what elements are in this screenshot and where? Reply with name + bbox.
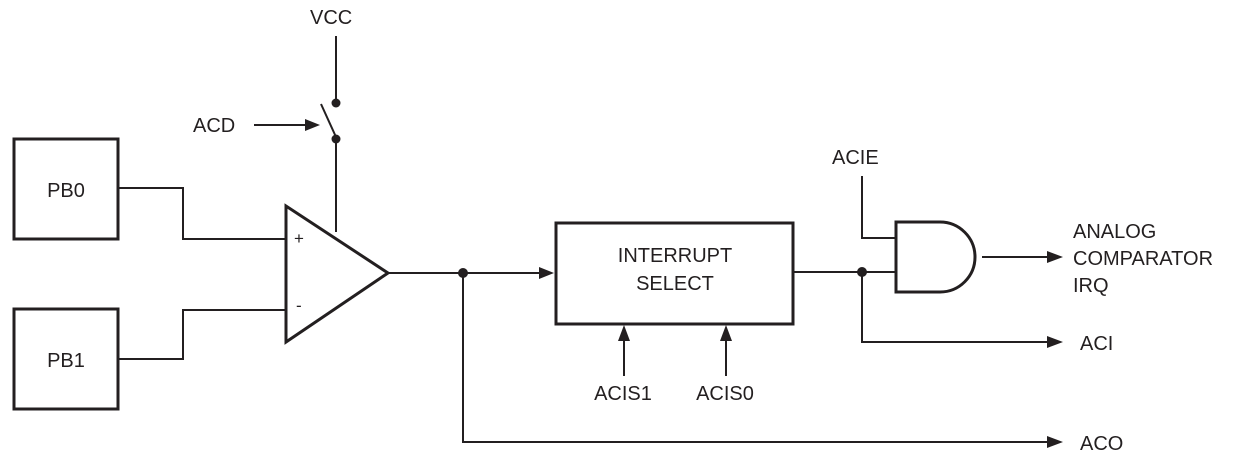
pb1-label: PB1 xyxy=(47,350,85,372)
acd-arrowhead xyxy=(305,119,320,131)
aci-arrowhead xyxy=(1047,336,1063,348)
acd-label: ACD xyxy=(193,115,235,137)
and-gate xyxy=(894,220,977,294)
aco-label: ACO xyxy=(1080,433,1123,454)
interrupt-select-box xyxy=(554,221,795,326)
pb0-label: PB0 xyxy=(47,180,85,202)
acis1-label: ACIS1 xyxy=(594,383,652,405)
aci-label: ACI xyxy=(1080,333,1113,355)
irq-label-line3: IRQ xyxy=(1073,275,1109,297)
irq-label-line1: ANALOG xyxy=(1073,221,1156,243)
acie-label: ACIE xyxy=(832,147,879,169)
interrupt-select-arrowhead xyxy=(539,267,554,279)
interrupt-select-line1: INTERRUPT xyxy=(618,245,732,267)
plus-input-sign: + xyxy=(294,229,304,248)
pb0-box xyxy=(12,137,120,241)
pb0-to-plus-wire xyxy=(118,187,286,240)
pb1-to-minus-wire xyxy=(118,309,286,360)
acie-wire xyxy=(861,176,896,239)
aco-wire xyxy=(462,273,1048,443)
acis0-label: ACIS0 xyxy=(696,383,754,405)
acis1-arrowhead xyxy=(618,325,630,341)
irq-label-line2: COMPARATOR xyxy=(1073,248,1213,270)
vcc-label: VCC xyxy=(310,7,352,29)
aco-arrowhead xyxy=(1047,436,1063,448)
minus-input-sign: - xyxy=(296,296,302,315)
switch-top-contact xyxy=(331,98,341,108)
aci-wire xyxy=(861,272,1048,343)
acd-switch-blade xyxy=(320,103,337,138)
comparator-triangle xyxy=(284,203,391,345)
acis0-arrowhead xyxy=(720,325,732,341)
interrupt-select-line2: SELECT xyxy=(636,273,714,295)
irq-arrowhead xyxy=(1047,251,1063,263)
